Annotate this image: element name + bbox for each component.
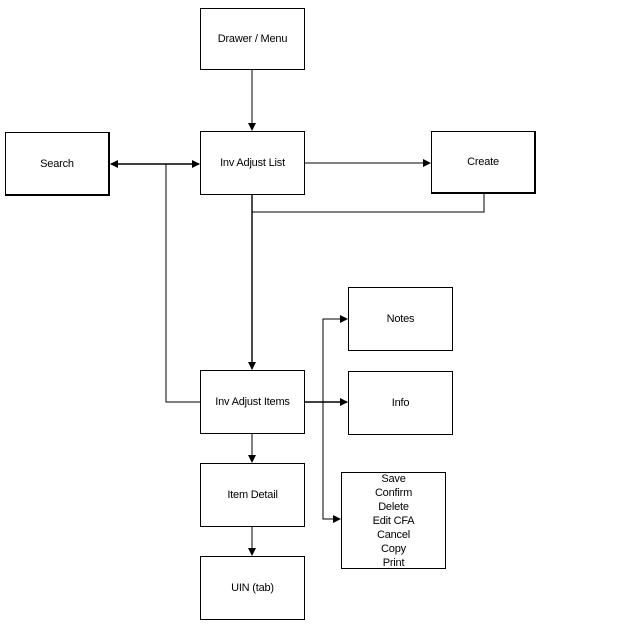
node-inv-adjust-items-label: Inv Adjust Items <box>215 396 290 408</box>
node-drawer-menu-label: Drawer / Menu <box>217 33 288 45</box>
action-print: Print <box>382 556 405 569</box>
node-actions: Save Confirm Delete Edit CFA Cancel Copy… <box>341 472 446 569</box>
node-info-label: Info <box>391 397 410 409</box>
edge-items-to-actions <box>322 402 341 523</box>
node-search-label: Search <box>40 157 74 170</box>
node-uin-tab-label: UIN (tab) <box>231 582 274 594</box>
node-item-detail: Item Detail <box>200 463 305 527</box>
node-notes-label: Notes <box>386 313 415 325</box>
node-notes: Notes <box>348 287 453 351</box>
node-create-label: Create <box>467 156 499 168</box>
node-create: Create <box>431 131 536 194</box>
action-confirm: Confirm <box>374 486 413 499</box>
node-inv-adjust-list: Inv Adjust List <box>200 131 305 195</box>
action-save: Save <box>381 472 406 485</box>
node-info: Info <box>348 371 453 435</box>
edge-items-to-search <box>165 164 200 403</box>
action-copy: Copy <box>381 542 406 555</box>
action-delete: Delete <box>378 500 409 513</box>
node-inv-adjust-items: Inv Adjust Items <box>200 370 305 434</box>
node-item-detail-label: Item Detail <box>227 489 278 501</box>
edge-items-to-notes <box>322 315 348 402</box>
node-inv-adjust-list-label: Inv Adjust List <box>220 157 285 169</box>
action-edit-cfa: Edit CFA <box>372 514 415 527</box>
node-search: Search <box>5 132 110 196</box>
node-drawer-menu: Drawer / Menu <box>200 8 305 70</box>
action-cancel: Cancel <box>376 528 411 541</box>
node-uin-tab: UIN (tab) <box>200 556 305 620</box>
